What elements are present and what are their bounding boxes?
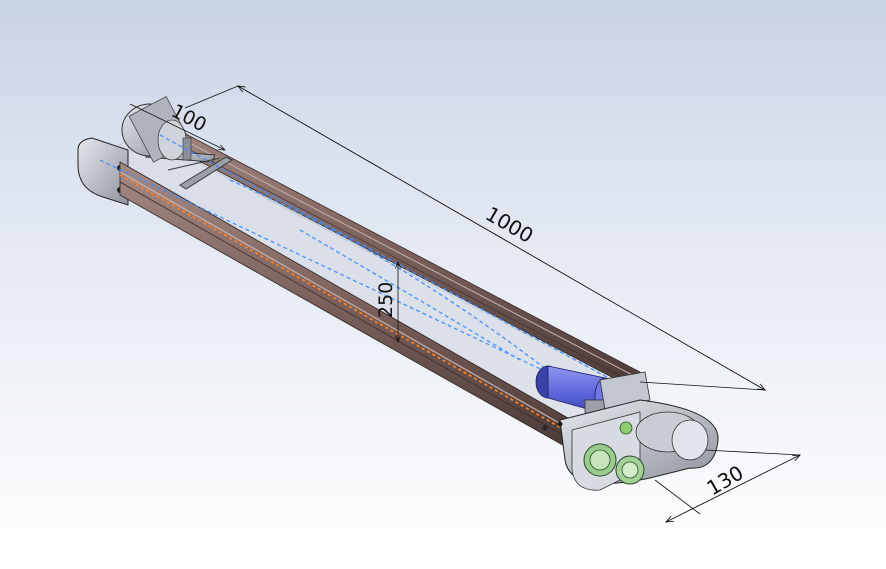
back-rail [139, 109, 641, 393]
dimension-width-label: 130 [703, 460, 748, 500]
dimension-height-label: 250 [375, 282, 397, 318]
dimension-height: 250 [375, 260, 401, 344]
dimension-length-label: 1000 [482, 202, 538, 248]
